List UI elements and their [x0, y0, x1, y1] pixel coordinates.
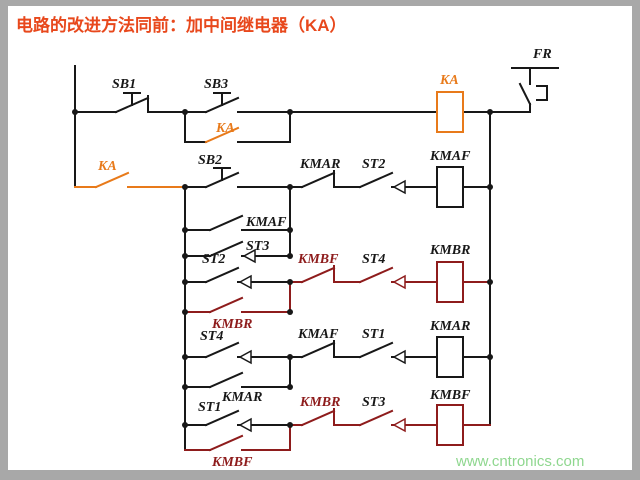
label-st4-input: ST4	[200, 329, 223, 344]
junction-dot	[72, 109, 78, 115]
label-st2-input: ST2	[202, 252, 225, 267]
junction-dot	[287, 279, 293, 285]
label-st1-input: ST1	[198, 400, 221, 415]
contact-kmbf-interlock	[300, 265, 336, 284]
coil-kmar	[436, 336, 464, 378]
contact-ka-gate	[94, 171, 130, 189]
label-st3-series: ST3	[362, 395, 385, 410]
coil-kmaf	[436, 166, 464, 208]
junction-dot	[182, 384, 188, 390]
junction-dot	[287, 309, 293, 315]
contact-sb2-button	[204, 167, 240, 189]
label-st4-series: ST4	[362, 252, 385, 267]
label-kmaf-interlock: KMAF	[297, 327, 339, 342]
contact-kmbr-latch	[208, 296, 244, 314]
fr-thermal-contact	[511, 67, 559, 113]
junction-dot	[287, 253, 293, 259]
contact-st3-branch	[208, 240, 256, 264]
wires-dark-red	[184, 281, 491, 451]
contact-kmar-latch	[208, 371, 244, 389]
label-ka-latch: KA	[215, 121, 235, 136]
label-kmbr-interlock: KMBR	[299, 395, 340, 410]
coil-kmbr	[436, 261, 464, 303]
junction-dot	[487, 354, 493, 360]
contact-st1-input	[204, 409, 252, 433]
contact-kmar-interlock	[300, 170, 336, 189]
junction-dot	[182, 354, 188, 360]
contact-st4-series	[358, 266, 406, 290]
white-canvas	[8, 6, 632, 470]
contact-st1-series	[358, 341, 406, 365]
junction-dot	[182, 279, 188, 285]
junction-dot	[287, 109, 293, 115]
junction-dot	[182, 109, 188, 115]
label-kmaf-coil: KMAF	[429, 149, 471, 164]
junction-dot	[287, 184, 293, 190]
label-sb2: SB2	[198, 153, 222, 168]
junction-dot	[487, 184, 493, 190]
contact-sb1-stop-button	[114, 92, 150, 114]
contact-kmbf-latch	[208, 434, 244, 452]
label-kmbr-coil: KMBR	[429, 243, 470, 258]
label-sb1: SB1	[112, 77, 136, 92]
contact-kmaf-latch	[208, 214, 244, 232]
contact-st3-series	[358, 409, 406, 433]
label-ka-coil: KA	[439, 73, 459, 88]
junction-dot	[487, 279, 493, 285]
watermark: www.cntronics.com	[455, 453, 584, 470]
label-kmar-interlock: KMAR	[299, 157, 340, 172]
label-ka-contact: KA	[97, 159, 117, 174]
contact-st4-input	[204, 341, 252, 365]
junction-dots	[72, 109, 493, 428]
contact-st2-series	[358, 171, 406, 195]
coil-ka	[436, 91, 464, 133]
label-kmbr-latch: KMBR	[211, 317, 252, 332]
label-st1-series: ST1	[362, 327, 385, 342]
contact-st2-input	[204, 266, 252, 290]
page-title: 电路的改进方法同前：加中间继电器（KA）	[16, 15, 347, 35]
junction-dot	[487, 109, 493, 115]
junction-dot	[182, 227, 188, 233]
label-kmaf-latch: KMAF	[245, 215, 287, 230]
contact-ka-latch	[204, 126, 240, 144]
contact-sb3-start-button	[204, 92, 240, 114]
label-kmar-latch: KMAR	[221, 390, 262, 405]
label-sb3: SB3	[204, 77, 228, 92]
label-kmbf-interlock: KMBF	[297, 252, 339, 267]
label-kmar-coil: KMAR	[429, 319, 470, 334]
label-st2-series: ST2	[362, 157, 385, 172]
label-kmbf-coil: KMBF	[429, 388, 471, 403]
junction-dot	[287, 354, 293, 360]
junction-dot	[182, 184, 188, 190]
junction-dot	[287, 227, 293, 233]
junction-dot	[182, 253, 188, 259]
label-fr: FR	[532, 47, 552, 62]
label-st3-branch: ST3	[246, 239, 269, 254]
label-kmbf-latch: KMBF	[211, 455, 253, 470]
contact-kmbr-interlock	[300, 408, 336, 427]
wires-black	[74, 65, 531, 451]
junction-dot	[182, 309, 188, 315]
junction-dot	[287, 384, 293, 390]
junction-dot	[287, 422, 293, 428]
junction-dot	[182, 422, 188, 428]
coil-kmbf	[436, 404, 464, 446]
contact-kmaf-interlock	[300, 340, 336, 359]
